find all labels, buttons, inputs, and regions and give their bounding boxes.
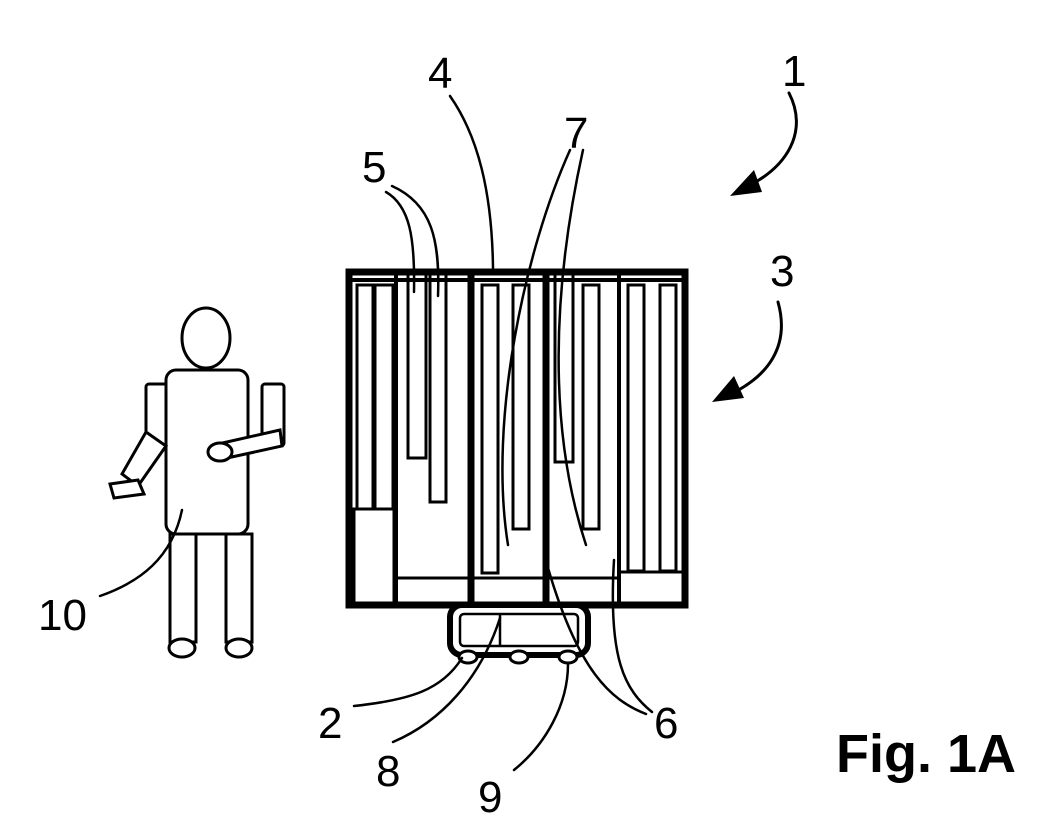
person-right-foot — [226, 639, 252, 657]
person-left-forearm — [122, 432, 166, 486]
person-left-foot — [169, 639, 195, 657]
stored-item — [660, 285, 676, 571]
ref-2: 2 — [318, 699, 342, 748]
person-right-leg — [226, 534, 252, 642]
ref-1: 1 — [782, 47, 806, 96]
robot-body — [450, 605, 588, 655]
stored-item — [513, 285, 529, 529]
figure-label: Fig. 1A — [836, 724, 1016, 784]
ref-10: 10 — [38, 591, 87, 640]
ref-4: 4 — [428, 49, 452, 98]
person-right-hand — [208, 443, 232, 461]
ref-7: 7 — [564, 109, 588, 158]
stored-item — [357, 285, 373, 509]
stored-item — [583, 285, 599, 529]
stored-item — [430, 272, 446, 502]
stored-item — [408, 272, 426, 458]
ref-5: 5 — [362, 143, 386, 192]
leader-2 — [354, 658, 462, 706]
leader-4 — [450, 96, 493, 268]
person-left-leg — [170, 534, 196, 642]
handheld-device — [110, 480, 144, 498]
person — [110, 308, 284, 657]
ref-6: 6 — [654, 699, 678, 748]
leader-1 — [740, 93, 796, 190]
robot-vehicle — [450, 605, 588, 663]
person-head — [182, 308, 230, 368]
ref-9: 9 — [478, 773, 502, 822]
stored-item — [628, 285, 644, 571]
stored-item — [482, 285, 498, 573]
robot-wheel — [510, 651, 528, 663]
leader-9 — [514, 664, 568, 770]
robot-wheel — [559, 651, 577, 663]
arrowhead-1 — [730, 170, 762, 196]
ref-3: 3 — [770, 247, 794, 296]
arrowhead-3 — [712, 376, 744, 402]
lower-storage-box — [354, 509, 394, 603]
stored-item — [375, 285, 393, 511]
ref-8: 8 — [376, 747, 400, 796]
